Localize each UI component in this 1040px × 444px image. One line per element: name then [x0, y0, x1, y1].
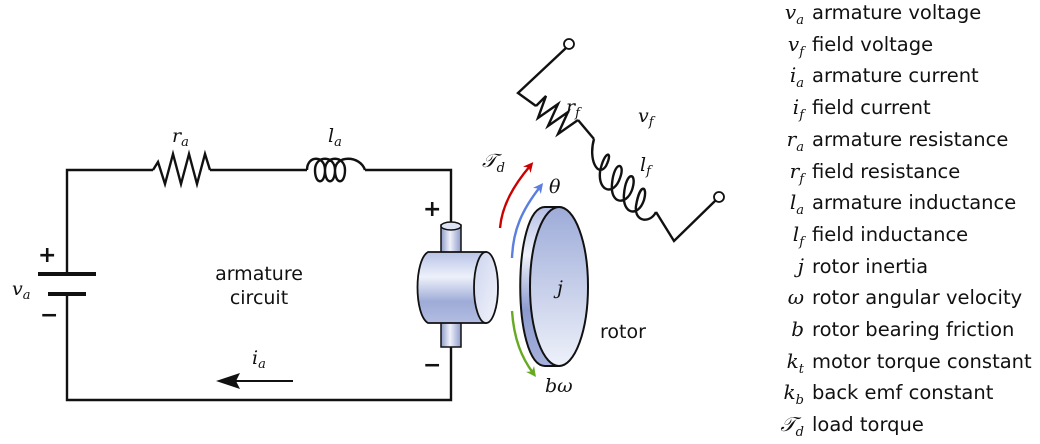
field-terminal-bottom [713, 191, 725, 203]
field-inductor-label: lf [640, 154, 653, 179]
theta-arrow [510, 183, 544, 259]
motor-plus: + [423, 197, 441, 222]
legend-item: j rotor inertia [752, 254, 1040, 286]
theta-label: θ [549, 176, 561, 198]
legend-item: 𝒯d load torque [752, 412, 1040, 444]
legend-symbol: va [784, 0, 804, 28]
legend-item: lf field inductance [752, 222, 1040, 254]
legend-description: armature inductance [812, 191, 1017, 215]
battery-plus: + [38, 243, 56, 268]
legend-description: armature voltage [812, 1, 982, 24]
inertia-label: j [553, 277, 563, 299]
legend-symbol: rf [789, 158, 804, 187]
legend-item: va armature voltage [752, 0, 1040, 32]
armature-resistor-label: ra [172, 125, 189, 150]
field-terminal-top [563, 38, 575, 50]
legend-symbol: ra [786, 126, 804, 155]
legend-item: rf field resistance [752, 159, 1040, 191]
field-circuit-wires [516, 38, 725, 243]
legend-description: field voltage [812, 32, 934, 56]
legend-item: la armature inductance [752, 190, 1040, 222]
field-voltage-label: vf [638, 105, 656, 130]
armature-circuit-label-line1: armature [215, 263, 303, 285]
legend-description: load torque [812, 413, 924, 437]
legend-symbol: ω [787, 285, 804, 310]
legend-item: vf field voltage [752, 32, 1040, 64]
legend-description: field inductance [812, 222, 969, 246]
legend-description: rotor bearing friction [812, 318, 1015, 341]
field-inductor [591, 138, 658, 221]
legend-description: rotor angular velocity [812, 286, 1023, 310]
battery-label: va [12, 278, 31, 303]
legend-symbol: kt [786, 348, 804, 377]
legend-description: back emf constant [812, 381, 994, 405]
rotor-label: rotor [600, 321, 646, 343]
legend-item: if field current [752, 95, 1040, 127]
battery-icon [38, 272, 96, 296]
armature-inductor [305, 157, 367, 183]
field-resistor [535, 95, 579, 138]
friction-arrow [510, 310, 536, 378]
friction-label: bω [545, 375, 573, 397]
legend-description: rotor inertia [812, 254, 929, 278]
legend-description: field resistance [812, 159, 961, 183]
load-torque-arrow [498, 162, 534, 229]
armature-circuit-label-line2: circuit [230, 287, 288, 309]
legend-symbol: j [797, 253, 804, 278]
armature-inductor-label: la [328, 125, 342, 150]
legend-description: field current [812, 96, 931, 120]
current-arrow-icon [216, 373, 293, 389]
rotor-disc-icon [519, 206, 589, 367]
legend-symbol: lf [792, 221, 804, 250]
armature-resistor [151, 149, 212, 189]
legend-symbol: if [792, 95, 804, 124]
legend-item: ia armature current [752, 63, 1040, 95]
legend-item: ra armature resistance [752, 127, 1040, 159]
armature-circuit-wires [65, 149, 453, 402]
legend-symbol: vf [787, 31, 804, 60]
field-resistor-label: rf [566, 96, 582, 121]
legend-item: kt motor torque constant [752, 349, 1040, 381]
legend-item: kb back emf constant [752, 380, 1040, 412]
legend-item: b rotor bearing friction [752, 317, 1040, 349]
motor-icon [416, 221, 499, 348]
motor-minus: − [423, 353, 441, 378]
legend-symbol: b [791, 317, 804, 341]
legend-item: ω rotor angular velocity [752, 285, 1040, 317]
battery-minus: − [40, 303, 58, 328]
legend-symbol: kb [783, 380, 804, 409]
legend-description: armature resistance [812, 127, 1009, 151]
legend-symbol: ia [789, 63, 804, 92]
legend-description: armature current [812, 64, 979, 88]
load-torque-label: 𝒯d [482, 150, 505, 176]
legend-symbol: la [789, 190, 804, 219]
legend-description: motor torque constant [812, 349, 1032, 373]
legend-symbol: 𝒯d [780, 412, 804, 441]
current-label: ia [252, 347, 266, 372]
